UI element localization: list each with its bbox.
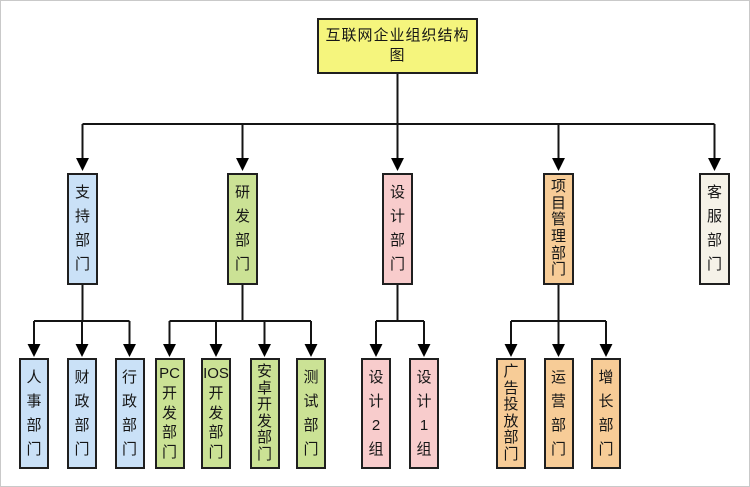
- node-support-department[interactable]: 支持部门: [67, 173, 98, 285]
- node-label-segment: 部: [256, 429, 272, 446]
- node-label-segment: 管: [550, 211, 566, 229]
- node-label-segment: 发: [234, 208, 250, 225]
- node-label-segment: 门: [389, 256, 405, 273]
- node-label-segment: 计: [368, 392, 384, 410]
- node-label-segment: 行: [121, 368, 137, 386]
- node-label-segment: 测: [303, 368, 319, 386]
- node-label-segment: 门: [550, 440, 566, 458]
- node-project-management-department[interactable]: 项目管理部门: [543, 173, 574, 285]
- node-label-segment: 运: [550, 368, 566, 386]
- node-label-segment: 2: [371, 416, 381, 434]
- node-label-segment: 开: [256, 396, 272, 413]
- node-design-group-1[interactable]: 设计 1 组: [409, 358, 439, 469]
- node-label-segment: 卓: [256, 379, 272, 397]
- node-label-segment: 门: [234, 256, 250, 273]
- node-label-segment: 部: [598, 416, 614, 434]
- node-label-segment: 组: [368, 440, 384, 458]
- node-label-segment: 安: [256, 363, 272, 380]
- node-label-segment: 试: [303, 392, 319, 410]
- node-org-chart-title[interactable]: 互联网企业组织结构图: [317, 18, 478, 74]
- node-label-segment: 发: [208, 404, 224, 422]
- node-label-segment: 门: [26, 440, 42, 458]
- node-label-segment: 门: [503, 445, 519, 463]
- node-pc-dev-department[interactable]: PC 开发部门: [154, 358, 185, 469]
- node-label-segment: 服: [706, 208, 722, 225]
- node-label-segment: 门: [303, 440, 319, 458]
- node-customer-service-department[interactable]: 客服部门: [699, 173, 730, 285]
- node-operations-department[interactable]: 运营部门: [543, 358, 574, 469]
- node-label-segment: 发: [256, 412, 272, 430]
- node-label-segment: 持: [74, 208, 90, 225]
- node-label-segment: 投: [503, 396, 519, 413]
- node-growth-department[interactable]: 增长部门: [591, 358, 621, 469]
- node-label-segment: 部: [706, 232, 722, 249]
- node-label-segment: 研: [234, 184, 250, 201]
- node-design-department[interactable]: 设计部门: [382, 173, 413, 285]
- node-label-segment: 门: [706, 256, 722, 273]
- node-label-segment: 门: [161, 444, 177, 462]
- node-label-segment: 部: [550, 244, 566, 262]
- node-ad-placement-department[interactable]: 广告投放部门: [496, 358, 526, 469]
- node-design-group-2[interactable]: 设计 2 组: [361, 358, 391, 469]
- node-ios-dev-department[interactable]: IOS 开发部门: [201, 358, 231, 469]
- node-admin-department[interactable]: 行政部门: [114, 358, 145, 469]
- node-label-segment: 部: [74, 232, 90, 249]
- node-label-segment: 设: [368, 368, 384, 386]
- node-label-segment: 门: [598, 440, 614, 458]
- node-label-segment: 理: [550, 228, 566, 245]
- node-finance-department[interactable]: 财政部门: [67, 358, 97, 469]
- node-label-segment: 部: [208, 424, 224, 442]
- node-label-segment: 部: [26, 416, 42, 434]
- node-label-segment: 长: [598, 392, 614, 410]
- node-label-segment: 增: [598, 368, 614, 386]
- node-label-segment: 部: [550, 416, 566, 434]
- node-label-segment: 门: [550, 261, 566, 279]
- node-label-segment: 目: [550, 194, 566, 212]
- node-label-segment: 计: [416, 392, 432, 410]
- node-label-segment: 政: [74, 392, 90, 410]
- node-hr-department[interactable]: 人事部门: [19, 358, 49, 469]
- node-label-segment: 事: [26, 392, 42, 410]
- node-label-segment: 部: [303, 416, 319, 434]
- node-label-segment: 告: [503, 379, 519, 397]
- node-label-segment: 支: [74, 184, 90, 201]
- node-label-segment: 部: [74, 416, 90, 434]
- node-label-segment: PC: [159, 365, 180, 382]
- node-label-segment: 营: [550, 392, 566, 410]
- node-label-segment: 发: [161, 404, 177, 422]
- node-label-segment: 组: [416, 440, 432, 458]
- node-label-segment: 门: [74, 440, 90, 458]
- node-label-segment: 1: [419, 416, 429, 434]
- node-android-dev-department[interactable]: 安卓开发部门: [249, 358, 280, 469]
- node-label-segment: 门: [74, 256, 90, 273]
- node-rnd-department[interactable]: 研发部门: [227, 173, 258, 285]
- node-label-segment: 部: [161, 424, 177, 442]
- node-label-segment: 开: [208, 384, 224, 402]
- node-label-segment: 财: [74, 368, 90, 386]
- node-label-segment: 部: [121, 416, 137, 434]
- node-label-segment: 部: [503, 429, 519, 446]
- node-label-segment: 项: [550, 177, 566, 195]
- node-label-segment: 客: [706, 184, 722, 201]
- node-label-segment: 广: [503, 363, 519, 380]
- node-label-segment: 开: [161, 384, 177, 402]
- node-label-segment: 门: [208, 444, 224, 462]
- node-label-segment: 设: [416, 368, 432, 386]
- node-label-segment: 门: [121, 440, 137, 458]
- node-label-segment: 门: [256, 445, 272, 463]
- node-label-segment: 设: [389, 184, 405, 201]
- node-label-segment: 计: [389, 208, 405, 225]
- node-label-segment: 部: [234, 232, 250, 249]
- node-testing-department[interactable]: 测试部门: [296, 358, 326, 469]
- node-label-segment: 部: [389, 232, 405, 249]
- node-label-segment: IOS: [203, 365, 229, 382]
- node-label-segment: 政: [121, 392, 137, 410]
- node-label-segment: 放: [503, 412, 519, 430]
- node-label-segment: 人: [26, 368, 42, 386]
